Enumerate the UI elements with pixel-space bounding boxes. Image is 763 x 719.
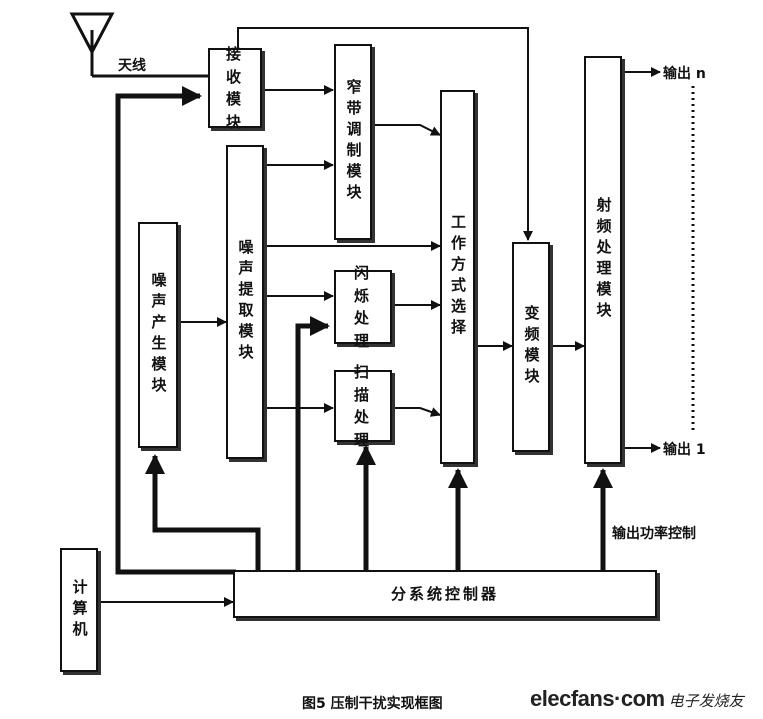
narrowband-modulation-module: 窄带调制模块 <box>334 44 372 240</box>
computer: 计算机 <box>60 548 98 672</box>
controller-label: 分系统控制器 <box>390 584 499 603</box>
ctrl-to-receive <box>115 86 236 575</box>
noise-extraction-module: 噪声提取模块 <box>226 145 264 459</box>
narrowband-label: 窄带调制模块 <box>344 79 363 205</box>
noise-generation-module: 噪声产生模块 <box>138 222 178 448</box>
antenna-label: 天线 <box>118 58 146 74</box>
receive-module-label: 接收模块 <box>225 45 244 131</box>
output-n-label: 输出 n <box>663 66 706 82</box>
ctrl-to-noise-gen <box>145 454 261 570</box>
power-control-label: 输出功率控制 <box>612 526 696 542</box>
scan-processing: 扫描处理 <box>334 363 392 449</box>
subsystem-controller: 分系统控制器 <box>233 570 657 618</box>
ctrl-to-flicker <box>295 316 330 570</box>
rf-processing-module: 射频处理模块 <box>584 56 622 464</box>
mode-select-label: 工作方式选择 <box>449 214 467 340</box>
arrow-receive-to-freqconv <box>237 27 533 241</box>
freq-conv-label: 变频模块 <box>522 305 541 389</box>
antenna-icon <box>69 12 208 78</box>
arrow-narrowband-to-mode <box>372 124 441 136</box>
rf-label: 射频处理模块 <box>594 197 613 323</box>
figure-caption: 图5 压制干扰实现框图 <box>302 696 443 712</box>
watermark-site-cn: 电子发烧友 <box>668 692 744 710</box>
scan-label: 扫描处理 <box>353 363 372 449</box>
flicker-processing: 闪烁处理 <box>334 264 392 350</box>
flicker-label: 闪烁处理 <box>353 264 372 350</box>
computer-label: 计算机 <box>70 578 89 642</box>
output-1-label: 输出 1 <box>663 442 706 458</box>
frequency-conversion-module: 变频模块 <box>512 242 550 452</box>
watermark-site: elecfans·com <box>530 686 665 711</box>
arrow-scan-to-mode <box>392 407 441 417</box>
noise-gen-label: 噪声产生模块 <box>149 272 168 398</box>
noise-extract-label: 噪声提取模块 <box>236 239 255 365</box>
receive-module: 接收模块 <box>208 45 262 131</box>
work-mode-selection: 工作方式选择 <box>440 90 475 464</box>
